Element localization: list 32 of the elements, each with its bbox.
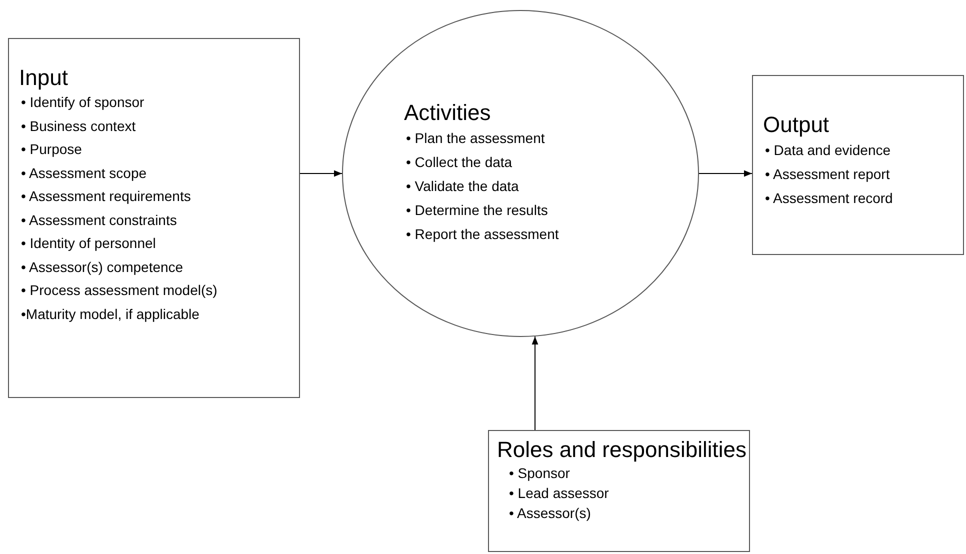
bullet-item: • Assessment report [765, 165, 890, 184]
bullet-item: • Report the assessment [406, 225, 559, 244]
arrow [698, 170, 752, 177]
process-box [752, 75, 964, 255]
bullet-item: • Lead assessor [509, 484, 609, 503]
arrow [532, 336, 538, 430]
activity-ellipse [342, 10, 699, 337]
bullet-item: • Business context [21, 116, 136, 136]
box-heading: Input [19, 65, 68, 91]
bullet-item: • Collect the data [406, 153, 512, 172]
bullet-item: • Validate the data [406, 177, 519, 196]
bullet-item: • Data and evidence [765, 141, 891, 160]
box-heading: Activities [404, 100, 491, 126]
bullet-item: • Sponsor [509, 464, 570, 483]
bullet-item: • Determine the results [406, 201, 548, 220]
box-heading: Roles and responsibilities [497, 437, 746, 463]
bullet-item: • Assessor(s) competence [21, 258, 184, 277]
box-heading: Output [763, 112, 830, 138]
bullet-item: • Identify of sponsor [21, 93, 144, 112]
bullet-item: • Assessor(s) [509, 504, 591, 523]
bullet-item: •Maturity model, if applicable [21, 304, 200, 324]
bullet-item: • Assessment scope [21, 164, 147, 183]
process-box [8, 38, 300, 398]
bullet-item: • Process assessment model(s) [21, 281, 218, 300]
process-box [488, 430, 750, 552]
bullet-item: • Identity of personnel [21, 234, 156, 253]
bullet-item: • Assessment requirements [21, 187, 191, 206]
bullet-item: • Plan the assessment [406, 129, 545, 148]
bullet-item: • Purpose [21, 140, 82, 159]
arrow [300, 170, 342, 177]
bullet-item: • Assessment constraints [21, 210, 177, 230]
bullet-item: • Assessment record [765, 189, 893, 208]
